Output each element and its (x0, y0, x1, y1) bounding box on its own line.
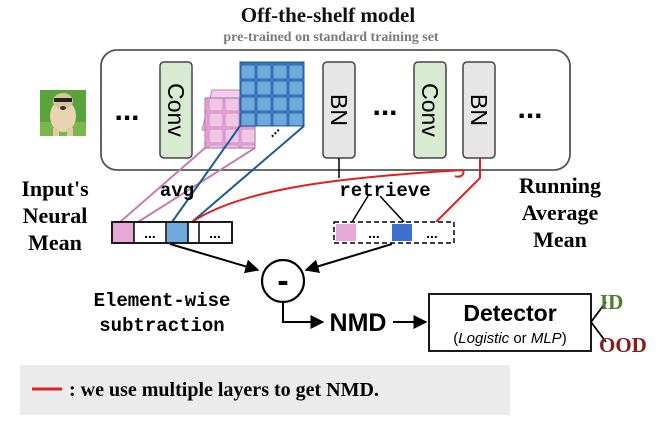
nmd-label: NMD (330, 309, 387, 337)
running-vector-dots-1: ... (368, 225, 380, 241)
red-bn-connectors (191, 158, 481, 223)
legend-box (20, 365, 510, 415)
running-mean-vector (333, 221, 455, 244)
bn-layer-1-label: BN (326, 94, 352, 126)
input-mean-label-line1: Input's (21, 176, 89, 201)
elementwise-label-line2: subtraction (99, 315, 224, 337)
running-mean-label-line3: Mean (533, 227, 587, 252)
conv-layer-2-label: Conv (417, 83, 443, 137)
arrow-input-to-subtract (169, 243, 260, 274)
arrow-running-to-subtract (304, 243, 393, 274)
layer-ellipsis-3: ... (517, 92, 542, 125)
bn-layer-2-label: BN (466, 94, 492, 126)
output-id-label: ID (600, 290, 623, 314)
running-mean-label-line1: Running (519, 173, 601, 198)
detector-to-ood-line (590, 321, 607, 343)
input-vector-dots-2: ... (209, 225, 221, 241)
detector-title: Detector (463, 300, 556, 326)
running-vector-dots-2: ... (426, 225, 438, 241)
retrieve-connector-lines (338, 158, 405, 223)
avg-label: avg (160, 180, 194, 202)
avg-connector-lines (119, 125, 305, 223)
detector-to-id-line (590, 301, 607, 323)
input-mean-vector (111, 221, 233, 244)
subtraction-symbol: - (277, 262, 288, 300)
conv-layer-1 (159, 61, 193, 159)
input-mean-label-line3: Mean (28, 230, 82, 255)
layer-ellipsis-2: ... (372, 89, 397, 122)
input-mean-label-line2: Neural (23, 203, 88, 228)
input-vector-dots-1: ... (144, 225, 156, 241)
running-mean-label-line2: Average (522, 200, 599, 225)
detector-options: (Logistic or MLP) (453, 330, 566, 347)
layer-ellipsis-1: ... (114, 94, 139, 127)
conv-layer-1-label: Conv (163, 83, 189, 137)
feature-map-blue (239, 61, 305, 127)
diagram-subtitle: pre-trained on standard training set (223, 30, 439, 45)
retrieve-label: retrieve (339, 180, 430, 202)
output-ood-label: OOD (599, 333, 647, 357)
input-dog-image (40, 90, 86, 136)
conv-layer-2 (413, 61, 447, 159)
diagram-title: Off-the-shelf model (241, 3, 416, 27)
arrow-subtract-to-nmd (282, 302, 325, 329)
elementwise-label-line1: Element-wise (94, 290, 231, 312)
legend-text: : we use multiple layers to get NMD. (69, 379, 379, 401)
